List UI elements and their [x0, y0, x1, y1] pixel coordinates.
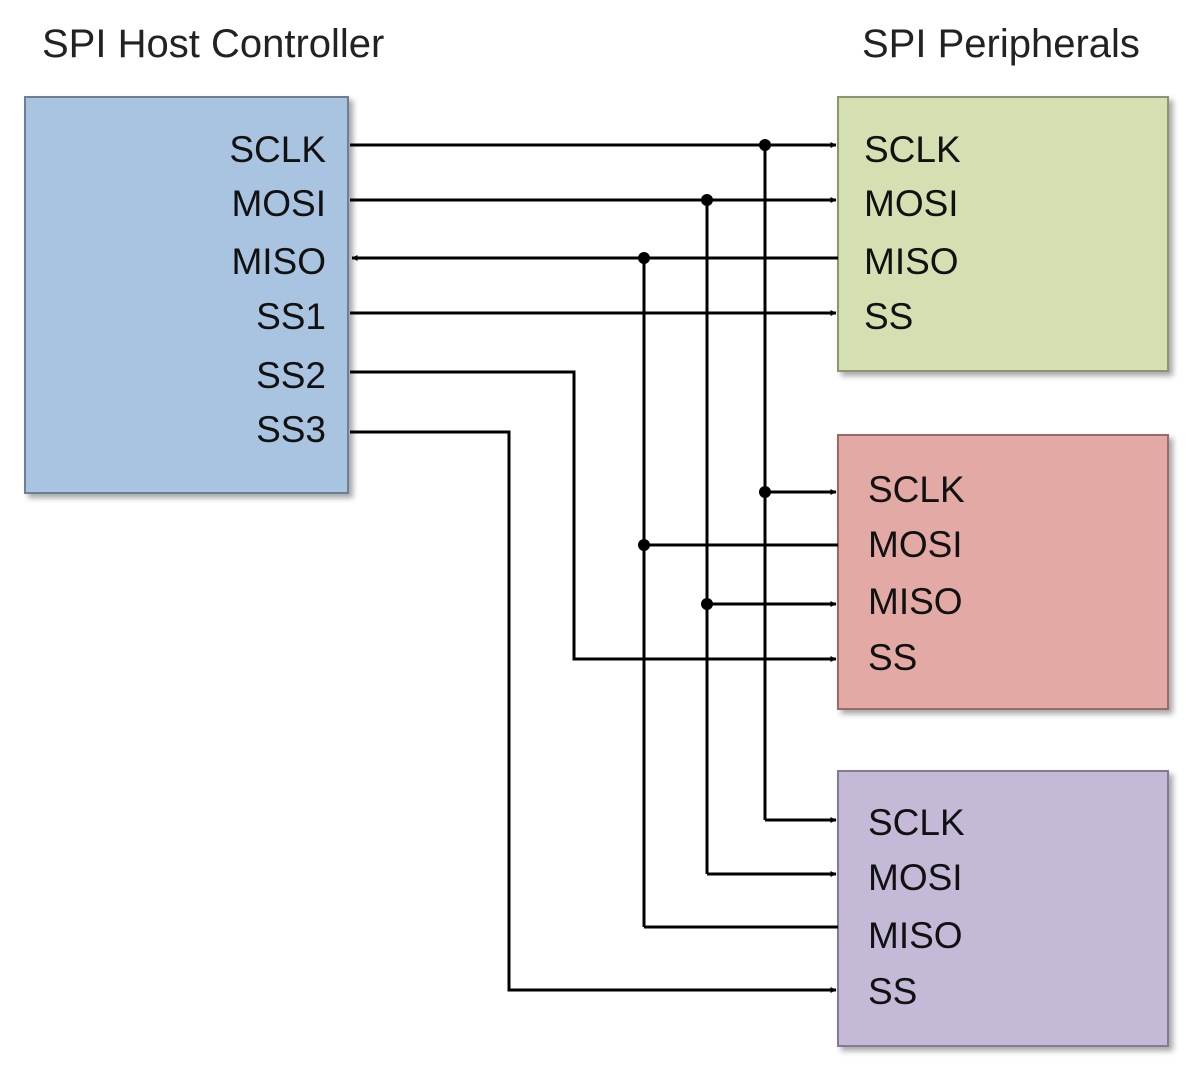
host-controller-title: SPI Host Controller: [42, 22, 384, 66]
peripherals-title: SPI Peripherals: [862, 22, 1140, 66]
peripheral-1-pin-miso: MISO: [864, 241, 959, 282]
peripheral-2-pin-ss: SS: [868, 637, 917, 678]
peripheral-3-pin-sclk: SCLK: [868, 802, 965, 843]
peripheral-2-box: [837, 434, 1169, 710]
miso-junction-dot: [638, 539, 650, 551]
peripheral-3-box: [837, 770, 1169, 1047]
ss3-wire: [350, 430, 837, 993]
host-pin-ss1: SS1: [256, 296, 326, 337]
peripheral-1-pin-ss: SS: [864, 296, 913, 337]
peripheral-3-pin-mosi: MOSI: [868, 857, 963, 898]
ss2-wire: [350, 370, 837, 662]
peripheral-3-pin-ss: SS: [868, 971, 917, 1012]
mosi-junction-dot: [701, 194, 713, 206]
sclk-junction-dot: [759, 139, 771, 151]
peripheral-3-pin-miso: MISO: [868, 915, 963, 956]
peripheral-1-pin-mosi: MOSI: [864, 183, 959, 224]
host-controller-box: [24, 96, 349, 494]
host-pin-ss3: SS3: [256, 409, 326, 450]
host-pin-ss2: SS2: [256, 355, 326, 396]
host-pin-mosi: MOSI: [231, 183, 326, 224]
host-pin-sclk: SCLK: [229, 129, 326, 170]
peripheral-2-pin-sclk: SCLK: [868, 469, 965, 510]
peripheral-1-box: [837, 96, 1169, 372]
host-pin-miso: MISO: [231, 241, 326, 282]
peripheral-2-pin-miso: MISO: [868, 581, 963, 622]
mosi-junction-dot: [701, 598, 713, 610]
peripheral-2-pin-mosi: MOSI: [868, 524, 963, 565]
sclk-junction-dot: [759, 486, 771, 498]
miso-junction-dot: [638, 252, 650, 264]
peripheral-1-pin-sclk: SCLK: [864, 129, 961, 170]
